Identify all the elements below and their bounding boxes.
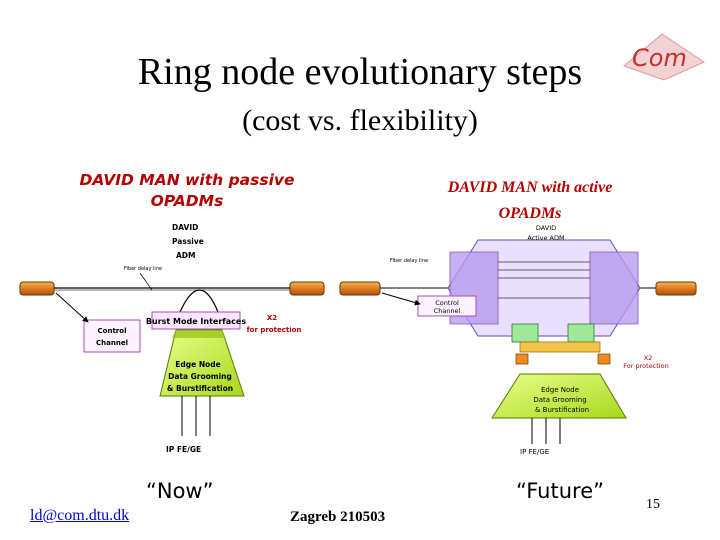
- left-small-label-pointer: [139, 272, 153, 291]
- right-burst-interfaces: [519, 341, 601, 353]
- right-diagram-title-line1: DAVID MAN with active: [447, 179, 613, 196]
- right-caption: “Future”: [516, 479, 604, 503]
- left-diagram-title-line2: OPADMs: [150, 192, 224, 210]
- right-switch-a: [511, 323, 539, 343]
- left-control-arrow: [55, 292, 89, 323]
- right-bottom-labels: IP FE/GE: [520, 448, 549, 456]
- right-edge-node: [491, 373, 627, 419]
- left-control-channel-2: Channel: [96, 339, 128, 347]
- right-node-label-2: Active ADM: [527, 234, 564, 242]
- left-protection-2: for protection: [247, 326, 302, 334]
- right-node-label-1: DAVID: [536, 224, 556, 232]
- right-edge-2: Data Grooming: [533, 396, 586, 404]
- right-diagram-title: DAVID MAN with active OPADMs: [400, 175, 660, 227]
- right-protection-1: X2: [644, 354, 653, 362]
- right-protection-2: For protection: [623, 362, 668, 370]
- left-control-channel-box: [83, 319, 141, 353]
- right-interface-right: [597, 353, 611, 365]
- left-coupler-arc: [179, 289, 219, 313]
- right-switch-b: [567, 323, 595, 343]
- page-number: 15: [646, 497, 660, 512]
- left-protection-1: X2: [267, 314, 277, 322]
- left-bottom-labels: IP FE/GE: [166, 445, 201, 454]
- right-control-channel-box: [417, 295, 477, 317]
- left-edge-2: Data Grooming: [168, 372, 232, 381]
- right-edge-1: Edge Node: [541, 386, 579, 394]
- right-control-channel-2: Channel: [434, 307, 461, 315]
- left-node-label-3: ADM: [176, 251, 196, 260]
- slide-title: Ring node evolutionary steps: [137, 51, 583, 93]
- footer-event: Zagreb 210503: [290, 509, 386, 525]
- left-diagram-title-line1: DAVID MAN with passive: [79, 171, 295, 189]
- right-diagram-title-line2: OPADMs: [498, 205, 562, 222]
- left-small-label: Fiber delay line: [124, 266, 162, 272]
- left-control-channel-1: Control: [98, 327, 127, 335]
- slide-subtitle: (cost vs. flexibility): [242, 104, 478, 137]
- burst-interface-box: [151, 311, 241, 330]
- left-edge-node-top: [172, 330, 226, 338]
- footer-email-link[interactable]: ld@com.dtu.dk: [30, 507, 130, 524]
- right-control-arrow: [381, 292, 421, 306]
- left-caption: “Now”: [146, 479, 214, 503]
- fiber-right-in: [339, 281, 381, 296]
- burst-interface-label: Burst Mode Interfaces: [146, 317, 246, 326]
- com-logo: Com: [623, 33, 706, 81]
- left-node-label-1: DAVID: [172, 223, 198, 232]
- left-edge-3: & Burstification: [167, 384, 233, 393]
- left-diagram-title: DAVID MAN with passive OPADMs: [62, 170, 312, 212]
- logo-text: Com: [632, 44, 687, 72]
- left-node-label-2: Passive: [172, 237, 204, 246]
- right-control-channel-1: Control: [435, 299, 459, 307]
- left-edge-1: Edge Node: [175, 360, 220, 369]
- right-edge-3: & Burstification: [535, 406, 589, 414]
- right-small-label: Fiber delay line: [390, 258, 428, 264]
- right-adm-mux: [589, 251, 639, 325]
- fiber-right-out: [655, 281, 697, 296]
- right-interface-left: [515, 353, 529, 365]
